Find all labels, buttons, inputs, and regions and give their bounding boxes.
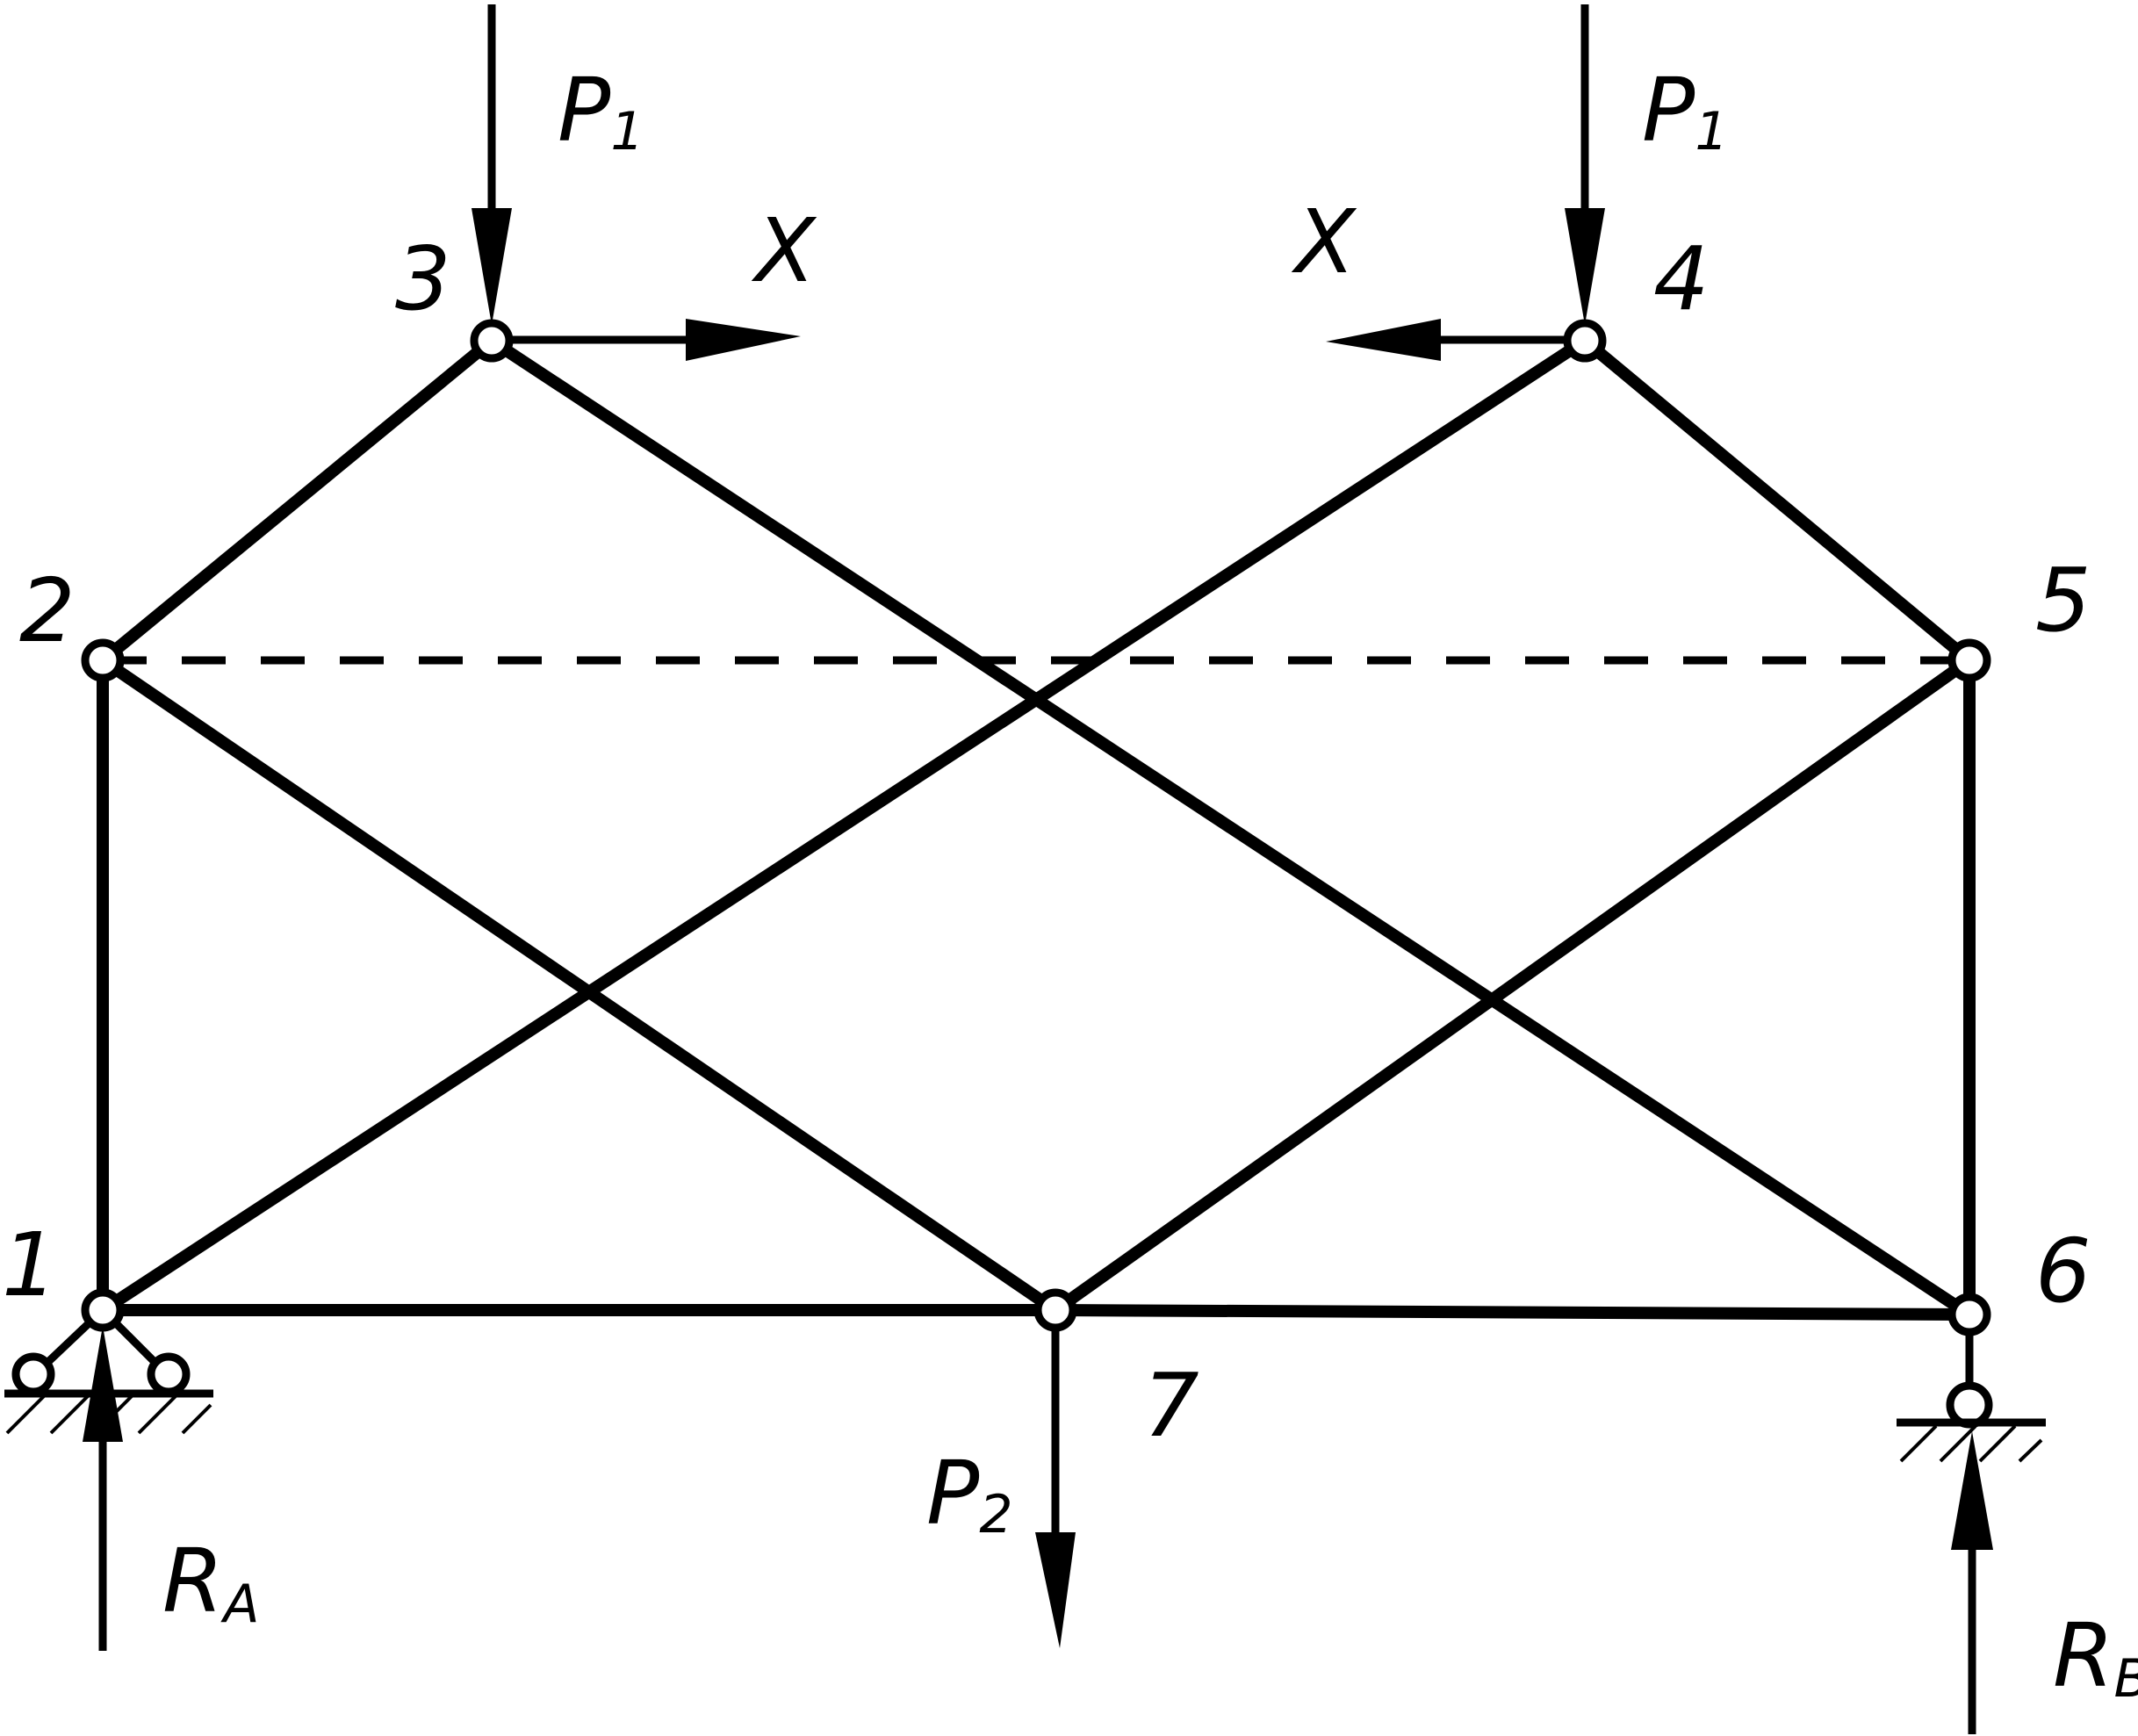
node-7-pin <box>1033 1288 1077 1332</box>
reaction-ra-label: RA <box>162 1530 260 1635</box>
force-p1-right-label: P1 <box>1642 59 1729 162</box>
force-p1-left-label: P1 <box>558 59 644 162</box>
node-4-pin <box>1563 319 1607 363</box>
truss-members <box>97 335 1976 1321</box>
node-labels: 1 2 3 4 5 6 7 <box>2 227 2091 1457</box>
force-x-left-arrow <box>492 319 801 361</box>
truss-nodes <box>81 319 1991 1336</box>
node-2-pin <box>81 638 125 682</box>
node-2-label: 2 <box>19 559 76 662</box>
member-4-1 <box>97 335 1591 1316</box>
reaction-rb-label: RB <box>2053 1604 2138 1710</box>
force-p1-right-arrow <box>1565 4 1605 325</box>
member-2-3 <box>97 335 498 666</box>
node-7-label: 7 <box>1143 1354 1199 1457</box>
node-3-pin <box>470 319 514 363</box>
member-3-6 <box>486 335 1976 1321</box>
node-6-pin <box>1947 1293 1991 1336</box>
force-x-right-label: X <box>1291 191 1357 293</box>
force-p1-left-arrow <box>472 4 512 325</box>
force-x-left-label: X <box>751 199 817 302</box>
node-1-label: 1 <box>2 1214 58 1316</box>
force-x-right-arrow <box>1326 319 1585 361</box>
node-5-label: 5 <box>2035 549 2091 652</box>
reaction-ra-arrow <box>83 1326 123 1651</box>
node-1-pin <box>81 1288 125 1332</box>
member-5-7 <box>1049 654 1976 1316</box>
reaction-rb-arrow <box>1951 1431 1993 1734</box>
node-4-label: 4 <box>1653 227 1710 330</box>
node-6-label: 6 <box>2035 1220 2091 1322</box>
node-3-label: 3 <box>395 227 451 330</box>
member-4-5 <box>1579 335 1976 666</box>
member-2-7 <box>97 654 1062 1316</box>
force-p2-label: P2 <box>926 1442 1013 1545</box>
support-a <box>4 1307 213 1435</box>
force-labels: P1 P1 X X P2 RA RB <box>162 59 2138 1710</box>
node-5-pin <box>1947 638 1991 682</box>
force-p2-arrow <box>1035 1310 1076 1648</box>
member-7-6 <box>1049 1304 1976 1321</box>
